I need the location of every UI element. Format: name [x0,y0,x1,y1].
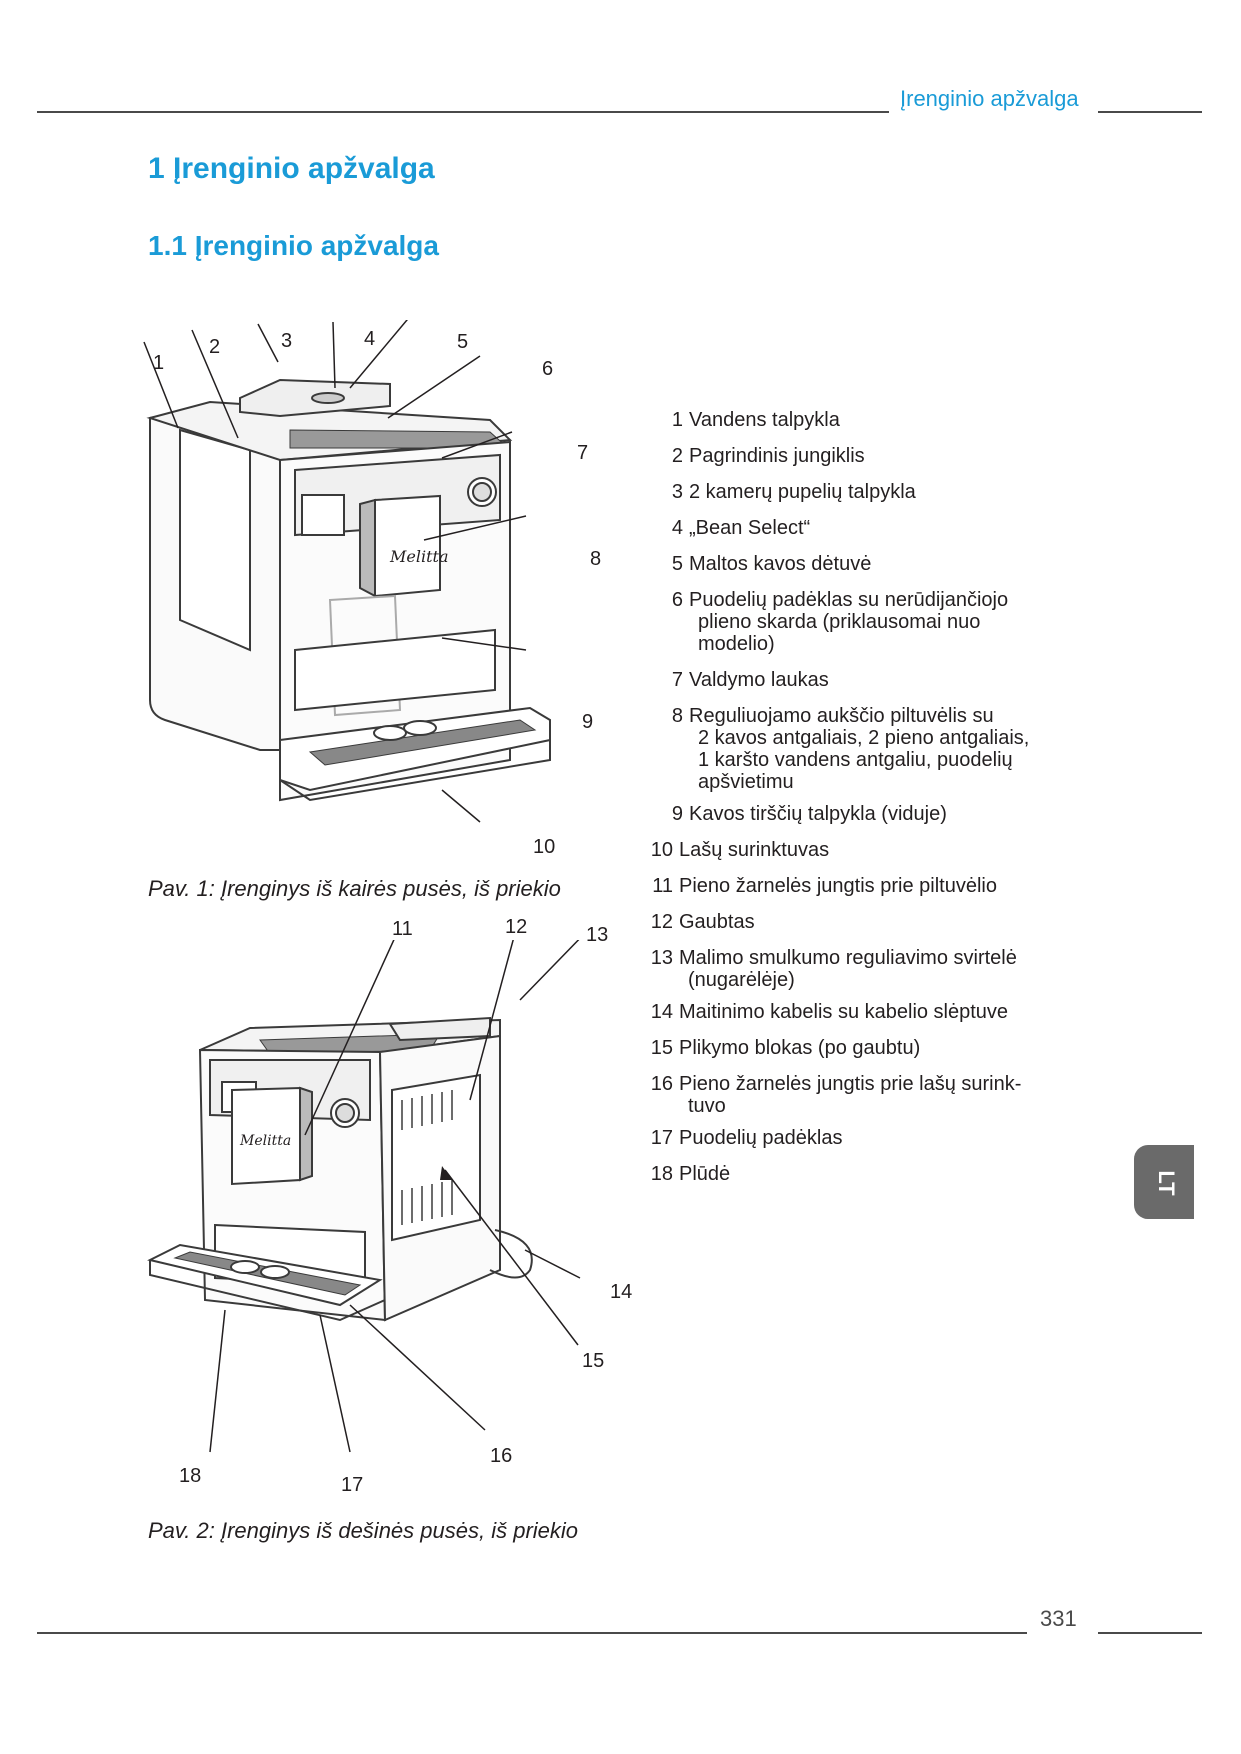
legend-item-4: 4„Bean Select“ [671,517,811,539]
page-number: 331 [1040,1606,1077,1631]
figure-1-caption: Pav. 1: Įrenginys iš kairės pusės, iš pr… [148,876,561,901]
callout-15: 15 [582,1350,605,1372]
callout-17: 17 [341,1474,364,1496]
section-title: 1 Įrenginio apžvalga [148,152,435,185]
callout-6: 6 [542,358,554,380]
callout-3: 3 [281,330,293,352]
callout-16: 16 [490,1445,513,1467]
callout-7: 7 [577,442,589,464]
figure-2-caption: Pav. 2: Įrenginys iš dešinės pusės, iš p… [148,1518,579,1543]
figure-1-illustration: Melitta [143,320,551,823]
running-head: Įrenginio apžvalga [900,86,1079,111]
header-rule-left [37,111,889,113]
callout-5: 5 [457,331,469,353]
figure-1-logo: Melitta [389,547,448,566]
figure-2-illustration: Melitta [147,940,581,1453]
header-rule-right [1098,111,1202,113]
callout-13: 13 [586,924,609,946]
callout-8: 8 [590,548,602,570]
footer-rule-right [1098,1632,1202,1634]
section-subtitle: 1.1 Įrenginio apžvalga [148,230,439,261]
callout-14: 14 [610,1281,633,1303]
language-tab-label: LT [1154,1170,1179,1196]
callout-18: 18 [179,1465,202,1487]
figure-2-logo: Melitta [239,1133,291,1149]
language-tab: LT [1134,1145,1194,1219]
callout-2: 2 [209,336,221,358]
callout-10: 10 [533,836,556,858]
footer-rule-left [37,1632,1027,1634]
callout-11: 11 [392,918,413,940]
callout-4: 4 [364,328,376,350]
callout-12: 12 [505,916,528,938]
callout-9: 9 [582,711,594,733]
callout-1: 1 [153,352,165,374]
